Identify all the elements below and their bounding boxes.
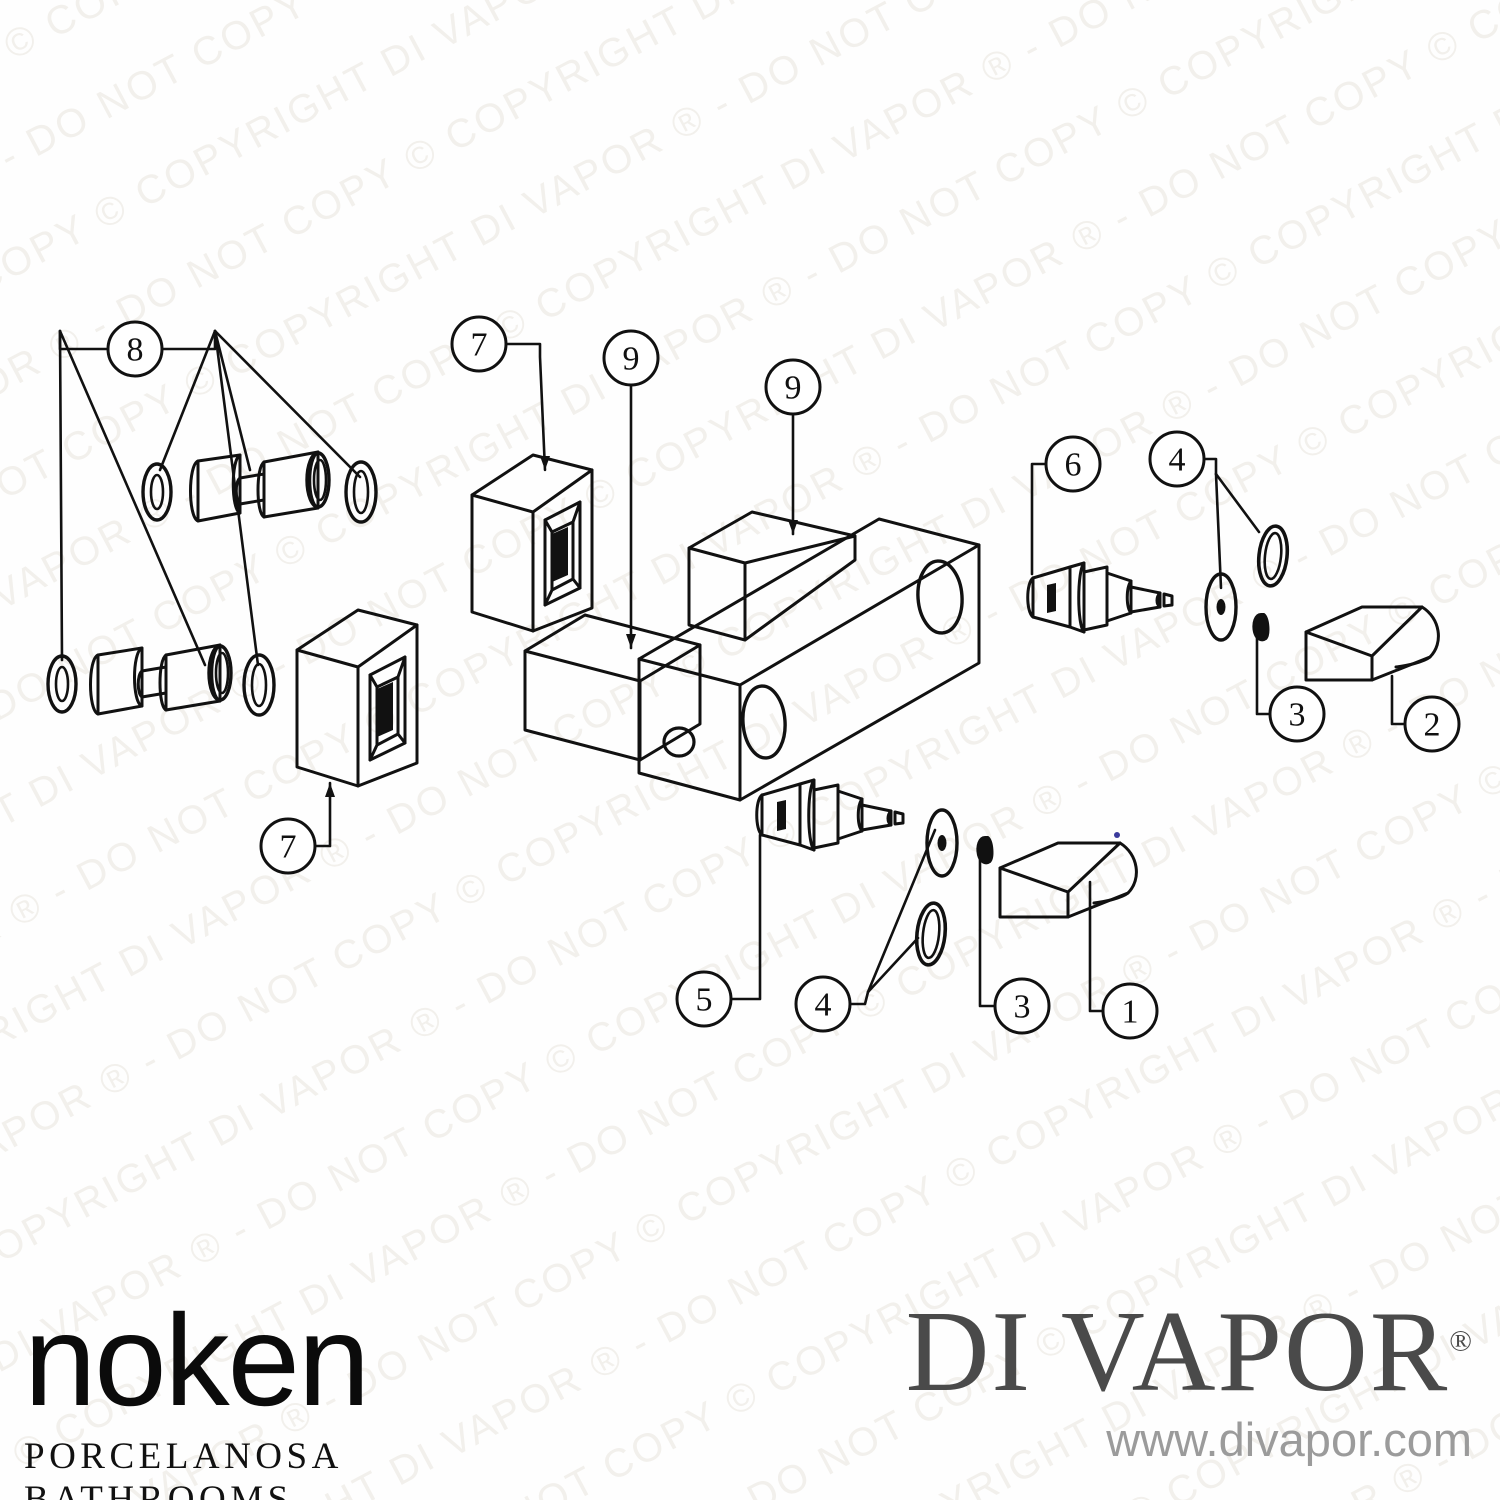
callout-3b[interactable]: 3 — [993, 977, 1051, 1035]
callout-number: 7 — [280, 829, 297, 866]
callout-1[interactable]: 1 — [1101, 982, 1159, 1040]
callout-number: 4 — [1169, 442, 1186, 479]
callout-7a[interactable]: 7 — [450, 315, 508, 373]
leader-4-lower-to-washer — [866, 828, 937, 994]
noken-wordmark: noken — [24, 1287, 370, 1433]
callout-8[interactable]: 8 — [106, 320, 164, 378]
part-2-handle — [1304, 605, 1440, 682]
callout-number: 3 — [1014, 989, 1031, 1026]
leader-8-to-upper-oring-1 — [158, 329, 217, 472]
leader-8-right-stub — [160, 329, 217, 351]
leader-4-upper-stub — [1202, 457, 1218, 476]
callout-circle — [1044, 435, 1102, 493]
callout-circle — [675, 970, 733, 1028]
leader-6 — [1030, 462, 1048, 576]
o-ring-upper-left — [141, 462, 173, 522]
callout-number: 6 — [1065, 447, 1082, 484]
callout-number: 8 — [127, 332, 144, 369]
callout-9a[interactable]: 9 — [602, 329, 660, 387]
callout-circle — [259, 817, 317, 875]
leader-7-upper — [504, 342, 547, 472]
leader-4-lower-to-oring — [866, 936, 920, 994]
callout-circle — [602, 329, 660, 387]
leader-7-lower — [313, 781, 332, 848]
part-5-cartridge — [755, 778, 905, 852]
leader-8-to-upper-oring-3 — [213, 329, 362, 479]
callout-number: 9 — [785, 370, 802, 407]
part-8-upper-assembly — [141, 450, 378, 524]
part-4-lower-washer — [925, 808, 959, 878]
leader-3-lower — [978, 843, 997, 1008]
leader-2 — [1390, 674, 1407, 726]
callout-circle — [1101, 982, 1159, 1040]
divapor-logo: DI VAPOR® www.divapor.com — [792, 1294, 1472, 1467]
o-ring-upper-right — [344, 460, 378, 524]
callout-5[interactable]: 5 — [675, 970, 733, 1028]
leader-5 — [729, 833, 762, 1001]
leader-1 — [1088, 880, 1105, 1013]
callout-circle — [1403, 695, 1461, 753]
part-3-upper-screw — [1252, 613, 1270, 642]
noken-tagline: PORCELANOSA BATHROOMS — [24, 1435, 341, 1500]
callout-3a[interactable]: 3 — [1268, 685, 1326, 743]
connector-barrel-lower — [158, 643, 233, 712]
leader-8-to-lower-oring-2 — [58, 329, 207, 667]
callout-number: 2 — [1424, 707, 1441, 744]
callout-circle — [450, 315, 508, 373]
part-4-upper-o-ring — [1256, 524, 1290, 588]
leader-3-upper — [1255, 620, 1272, 716]
connector-barrel-upper — [256, 450, 331, 519]
noken-logo: noken PORCELANOSA BATHROOMS — [24, 1292, 544, 1500]
callout-bubbles: 8 7 9 9 6 4 2 3 7 5 4 3 1 — [106, 315, 1461, 1040]
footer-logos: noken PORCELANOSA BATHROOMS DI VAPOR® ww… — [0, 1280, 1500, 1500]
leader-4-upper-to-oring — [1214, 472, 1261, 534]
blue-dot-artifact — [1114, 832, 1120, 838]
callout-number: 7 — [471, 327, 488, 364]
part-1-handle — [998, 841, 1138, 919]
callout-6[interactable]: 6 — [1044, 435, 1102, 493]
callout-2[interactable]: 2 — [1403, 695, 1461, 753]
part-9-valve-body — [523, 510, 981, 802]
part-7-escutcheon-upper — [470, 453, 594, 633]
leader-8-to-lower-oring-1 — [58, 329, 64, 662]
o-ring-lower-right — [242, 653, 276, 717]
connector-sleeve-upper — [189, 453, 242, 523]
part-3-lower-screw — [976, 836, 994, 865]
registered-trademark-icon: ® — [1449, 1324, 1472, 1358]
part-8-lower-assembly — [46, 643, 276, 717]
divapor-wordmark-text: DI VAPOR — [905, 1288, 1450, 1416]
callout-number: 1 — [1122, 994, 1139, 1031]
callout-circle — [794, 975, 852, 1033]
callout-4b[interactable]: 4 — [794, 975, 852, 1033]
callout-number: 4 — [815, 987, 832, 1024]
part-6-cartridge — [1026, 561, 1174, 634]
part-4-upper-washer — [1204, 572, 1238, 642]
callout-number: 3 — [1289, 697, 1306, 734]
leader-4-lower-stub — [848, 990, 870, 1006]
callout-number: 9 — [623, 341, 640, 378]
leader-8-to-upper-oring-2 — [213, 329, 252, 472]
callout-7b[interactable]: 7 — [259, 817, 317, 875]
callout-circle — [1148, 430, 1206, 488]
leader-lines — [58, 329, 1407, 1013]
callout-number: 5 — [696, 982, 713, 1019]
leader-4-upper-to-washer — [1214, 472, 1223, 590]
callout-9b[interactable]: 9 — [764, 358, 822, 416]
o-ring-lower-left — [46, 654, 78, 714]
callout-circle — [1268, 685, 1326, 743]
callout-circle — [764, 358, 822, 416]
part-7-escutcheon-lower — [295, 608, 419, 788]
divapor-website-url: www.divapor.com — [1106, 1413, 1472, 1466]
connector-sleeve-lower — [89, 646, 144, 716]
callout-4a[interactable]: 4 — [1148, 430, 1206, 488]
divapor-wordmark: DI VAPOR® — [792, 1294, 1472, 1410]
callout-circle — [993, 977, 1051, 1035]
callout-circle — [106, 320, 164, 378]
part-4-lower-o-ring — [914, 901, 948, 967]
